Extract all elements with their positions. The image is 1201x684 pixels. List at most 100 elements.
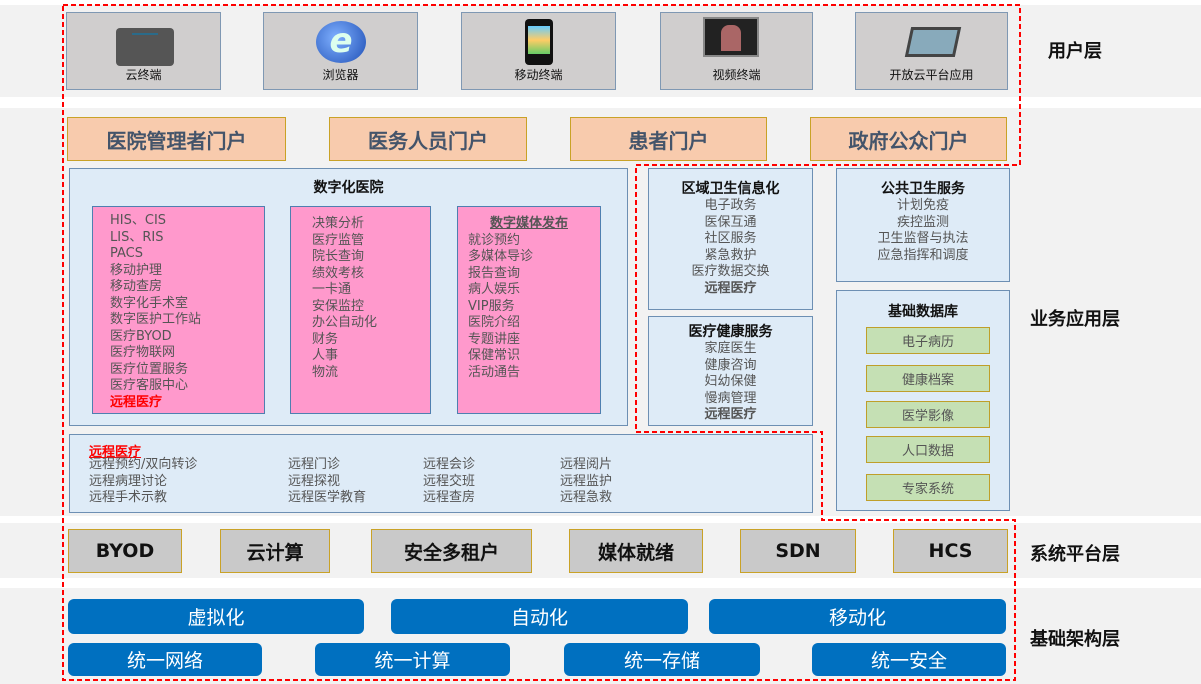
list-item: 专题讲座 (468, 331, 521, 347)
list-item: 医疗物联网 (110, 345, 176, 360)
list-item: 健康咨询 (704, 357, 757, 373)
list-item: 医院介绍 (468, 315, 521, 330)
list-item: 远程病理讨论 (89, 473, 168, 489)
list-item: 医疗客服中心 (110, 378, 189, 393)
list-item: 紧急救护 (704, 247, 757, 263)
list-item: 办公自动化 (312, 315, 378, 330)
system-sdn: SDN (740, 529, 856, 573)
list-item: 多媒体导诊 (468, 249, 534, 264)
device-video: 视频终端 (660, 12, 813, 90)
list-item: 电子政务 (704, 198, 757, 213)
video-terminal-icon (703, 17, 759, 57)
infra-mobility: 移动化 (709, 599, 1006, 634)
layer-label-user: 用户层 (1048, 41, 1102, 62)
list-item: 远程阅片 (560, 457, 613, 472)
list-item: 移动查房 (110, 279, 163, 294)
base-db-title: 基础数据库 (888, 304, 958, 320)
digital-media-title: 数字媒体发布 (489, 216, 568, 231)
remote-col: 远程门诊远程探视远程医学教育 (288, 457, 366, 507)
system-cloud-computing: 云计算 (220, 529, 330, 573)
list-item: 安保监控 (312, 298, 365, 314)
list-item: 物流 (312, 364, 339, 380)
list-item: 决策分析 (312, 216, 365, 231)
remote-col: 远程阅片远程监护远程急救 (560, 457, 612, 507)
list-item: 就诊预约 (468, 232, 521, 248)
db-item: 健康档案 (866, 365, 990, 392)
list-item: 医疗位置服务 (110, 361, 189, 377)
list-item: 远程急救 (560, 490, 613, 505)
list-item: 远程查房 (423, 490, 476, 505)
list-item: 保健常识 (468, 348, 521, 363)
list-item: 医疗BYOD (110, 328, 172, 344)
list-item: 医疗数据交换 (691, 264, 770, 279)
mobile-phone-icon (525, 19, 553, 65)
list-item: LIS、RIS (110, 229, 164, 245)
remote-medical-highlight: 远程医疗 (110, 394, 163, 410)
list-item: 远程会诊 (423, 457, 476, 472)
infra-security: 统一安全 (812, 643, 1006, 676)
list-item: 绩效考核 (312, 265, 365, 281)
digital-hospital-col2: 决策分析医疗监管院长查询绩效考核一卡通安保监控办公自动化财务人事物流 (290, 206, 431, 414)
device-browser: e 浏览器 (263, 12, 418, 90)
list-item: 社区服务 (704, 231, 757, 246)
infra-network: 统一网络 (68, 643, 262, 676)
db-item: 医学影像 (866, 401, 990, 428)
db-item: 专家系统 (866, 474, 990, 501)
infra-compute: 统一计算 (315, 643, 510, 676)
system-multi-tenant: 安全多租户 (371, 529, 532, 573)
device-mobile: 移动终端 (461, 12, 616, 90)
layer-label-business: 业务应用层 (1030, 309, 1120, 330)
list-item: 远程门诊 (288, 457, 341, 472)
health-service-panel: 医疗健康服务 家庭医生健康咨询妇幼保健慢病管理远程医疗 (648, 316, 813, 426)
public-health-title: 公共卫生服务 (881, 181, 965, 197)
regional-title: 区域卫生信息化 (681, 181, 780, 197)
remote-col: 远程会诊远程交班远程查房 (423, 457, 475, 507)
list-item: 应急指挥和调度 (877, 247, 969, 263)
list-item: 报告查询 (468, 265, 521, 281)
list-item: VIP服务 (468, 298, 515, 314)
remote-title: 远程医疗 (89, 445, 142, 460)
list-item: 数字化手术室 (110, 295, 189, 311)
list-item: 人事 (312, 348, 339, 363)
digital-hospital-title: 数字化医院 (313, 180, 384, 196)
device-cloud-terminal: 云终端 (66, 12, 221, 90)
system-media-ready: 媒体就绪 (569, 529, 703, 573)
remote-medical-panel: 远程医疗 (69, 434, 813, 513)
list-item: 移动护理 (110, 262, 163, 278)
health-service-title: 医疗健康服务 (688, 324, 773, 340)
list-item: 医保互通 (704, 214, 757, 230)
layer-label-system: 系统平台层 (1030, 544, 1120, 565)
system-byod: BYOD (68, 529, 182, 573)
list-item: 远程探视 (288, 473, 341, 489)
list-item: 远程监护 (560, 473, 613, 489)
list-item: 数字医护工作站 (110, 312, 202, 327)
portal-hospital-manager: 医院管理者门户 (67, 117, 286, 161)
browser-icon: e (316, 21, 366, 63)
db-item: 电子病历 (866, 327, 990, 354)
list-item: 财务 (312, 331, 339, 347)
list-item: 医疗监管 (312, 232, 365, 248)
list-item: HIS、CIS (110, 213, 167, 228)
public-health-panel: 公共卫生服务 计划免疫疾控监测卫生监督与执法应急指挥和调度 (836, 168, 1010, 282)
infra-virtualization: 虚拟化 (68, 599, 364, 634)
list-item: 家庭医生 (704, 341, 757, 356)
db-item: 人口数据 (866, 436, 990, 463)
remote-col: 远程预约/双向转诊远程病理讨论远程手术示教 (89, 457, 197, 507)
regional-health-panel: 区域卫生信息化 电子政务医保互通社区服务紧急救护医疗数据交换远程医疗 (648, 168, 813, 310)
cloud-terminal-icon (116, 28, 174, 66)
list-item: 计划免疫 (896, 198, 949, 213)
list-item: 活动通告 (468, 364, 521, 380)
list-item: 慢病管理 (704, 390, 757, 406)
portal-government: 政府公众门户 (810, 117, 1007, 161)
list-item: 妇幼保健 (704, 374, 757, 389)
device-laptop: 开放云平台应用 (855, 12, 1008, 90)
list-item: 病人娱乐 (468, 282, 521, 297)
infra-automation: 自动化 (391, 599, 688, 634)
list-item: 远程手术示教 (89, 490, 168, 505)
list-item: 远程预约/双向转诊 (89, 457, 198, 472)
portal-medical-staff: 医务人员门户 (329, 117, 527, 161)
layer-label-infra: 基础架构层 (1030, 629, 1120, 650)
infra-storage: 统一存储 (564, 643, 760, 676)
